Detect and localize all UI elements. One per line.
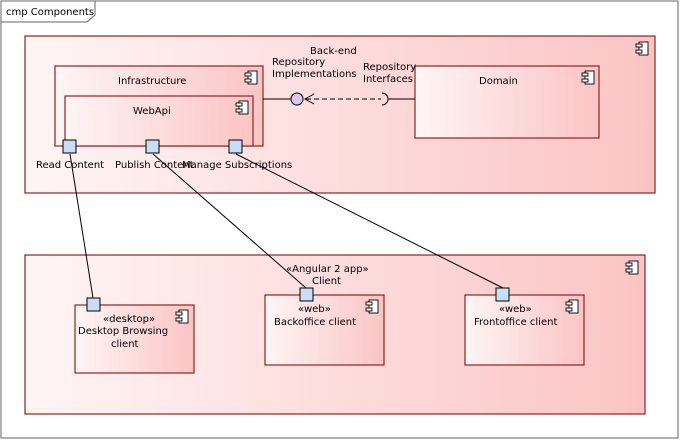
- desktop-stereotype: «desktop»: [103, 314, 155, 325]
- repo-iface-label-line2: Interfaces: [363, 74, 413, 85]
- port-label-publish-content: Publish Content: [115, 160, 194, 171]
- webapi-component[interactable]: [64, 95, 254, 147]
- port-manage-subscriptions[interactable]: [228, 139, 243, 154]
- backend-component-name: Back-end: [310, 46, 357, 57]
- port-backoffice-client[interactable]: [299, 287, 314, 302]
- frame-title: cmp Components: [6, 7, 94, 18]
- repo-iface-label-line1: Repository: [363, 62, 416, 73]
- desktop-client-component[interactable]: [74, 304, 195, 374]
- connector-read-content: [69, 153, 94, 299]
- client-stereotype: «Angular 2 app»: [286, 264, 369, 275]
- port-desktop-client[interactable]: [86, 297, 101, 312]
- frame-tab: [0, 0, 96, 23]
- domain-component[interactable]: [414, 65, 600, 139]
- port-frontoffice-client[interactable]: [495, 287, 510, 302]
- domain-component-name: Domain: [479, 76, 518, 87]
- desktop-name-line2: client: [111, 339, 139, 350]
- connector-publish-content: [152, 153, 307, 289]
- port-publish-content[interactable]: [145, 139, 160, 154]
- infrastructure-component-name: Infrastructure: [118, 76, 186, 87]
- backoffice-component-name: Backoffice client: [274, 317, 356, 328]
- backoffice-stereotype: «web»: [298, 304, 331, 315]
- repo-impl-label-line2: Implementations: [272, 69, 357, 80]
- client-component-name: Client: [312, 276, 341, 287]
- webapi-component-name: WebApi: [133, 106, 171, 117]
- backoffice-client-component[interactable]: [264, 294, 385, 366]
- frontoffice-component-name: Frontoffice client: [474, 317, 557, 328]
- port-label-read-content: Read Content: [36, 160, 104, 171]
- provided-interface-lollipop[interactable]: [290, 92, 304, 106]
- connector-manage-subscriptions: [235, 153, 504, 289]
- port-label-manage-subscriptions: Manage Subscriptions: [182, 160, 292, 171]
- port-read-content[interactable]: [62, 139, 77, 154]
- frontoffice-stereotype: «web»: [499, 304, 532, 315]
- frontoffice-client-component[interactable]: [464, 294, 585, 366]
- desktop-name-line1: Desktop Browsing: [78, 326, 168, 337]
- repo-impl-label-line1: Repository: [272, 57, 325, 68]
- dependency-arrowhead: [303, 93, 315, 105]
